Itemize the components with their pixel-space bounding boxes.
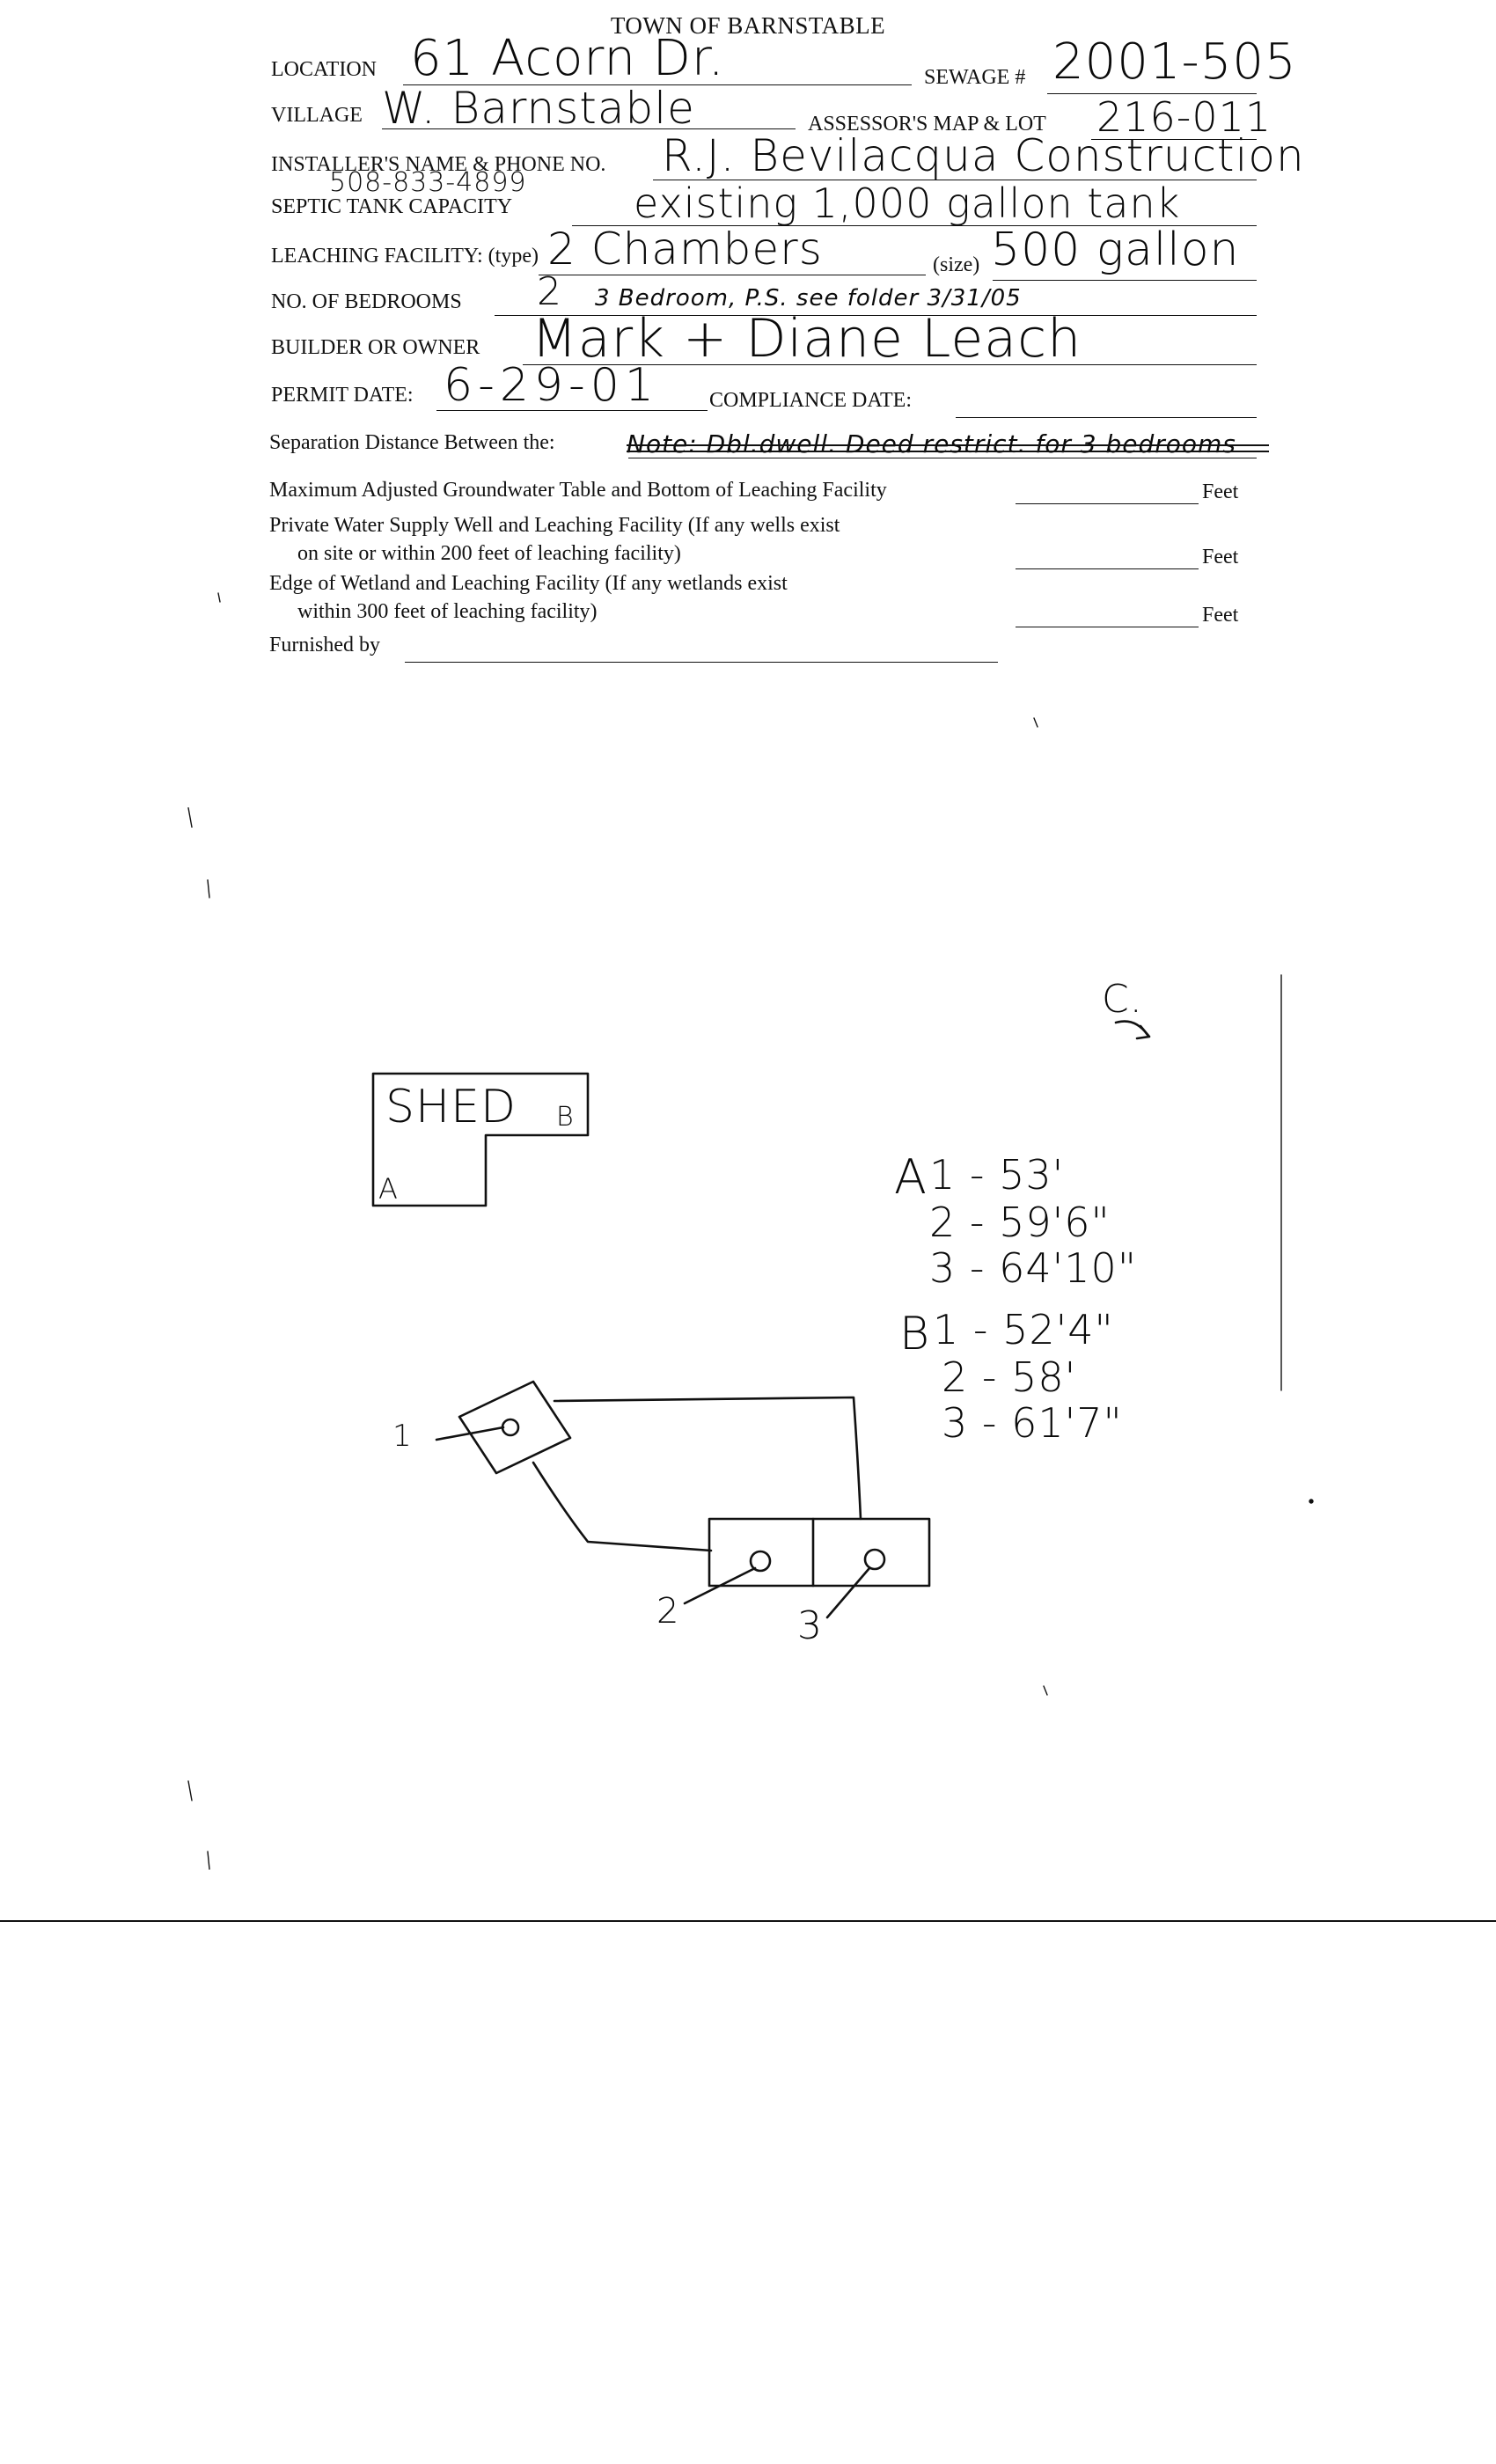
point-1-label: 1: [392, 1419, 413, 1454]
compliance-line: [956, 417, 1257, 418]
measurement-a-3: 3 - 64'10": [929, 1244, 1137, 1292]
leaching-size-value: 500 gallon: [991, 224, 1240, 276]
location-value: 61 Acorn Dr.: [410, 30, 725, 87]
bedrooms-line: [495, 315, 1257, 316]
permit-date-line: [436, 410, 708, 411]
septic-value: existing 1,000 gallon tank: [634, 180, 1181, 227]
point-1-box: [458, 1380, 572, 1475]
size-label: (size): [933, 253, 980, 276]
shed-corner-b: B: [556, 1102, 575, 1133]
wetland-feet: Feet: [1202, 604, 1239, 627]
strike-line-1: [627, 444, 1269, 446]
scan-specks: [187, 592, 1314, 1870]
septic-line: [572, 225, 1257, 226]
village-value: W. Barnstable: [382, 83, 695, 134]
measurements-b-header: B: [899, 1308, 931, 1360]
well-label-2: on site or within 200 feet of leaching f…: [297, 542, 681, 565]
permit-date-label: PERMIT DATE:: [271, 384, 414, 407]
point-1-leader: [435, 1426, 505, 1441]
sewage-label: SEWAGE #: [924, 66, 1026, 89]
septic-label: SEPTIC TANK CAPACITY: [271, 195, 513, 218]
wetland-label-2: within 300 feet of leaching facility): [297, 600, 598, 623]
measurement-b-2: 2 - 58': [942, 1353, 1077, 1401]
pipe-1-to-2: [532, 1461, 713, 1552]
shed-corner-a: A: [378, 1172, 399, 1206]
well-label-1: Private Water Supply Well and Leaching F…: [269, 514, 840, 537]
owner-value: Mark + Diane Leach: [532, 308, 1082, 370]
pipe-1-to-3: [553, 1396, 862, 1521]
owner-label: BUILDER OR OWNER: [271, 336, 480, 359]
groundwater-feet: Feet: [1202, 480, 1239, 503]
chamber-box: [708, 1517, 931, 1588]
corner-arrow: [1114, 1020, 1151, 1040]
separation-label: Separation Distance Between the:: [269, 431, 555, 454]
measurements-a-header: A: [894, 1149, 928, 1205]
shed-outline: [371, 1072, 590, 1207]
well-line: [1016, 568, 1199, 569]
bedrooms-struck-value: 2: [537, 269, 562, 314]
bedrooms-label: NO. OF BEDROOMS: [271, 290, 462, 313]
separation-struck-note: Note: Dbl.dwell. Deed restrict. for 3 be…: [627, 429, 1269, 465]
location-line: [403, 84, 912, 85]
well-feet: Feet: [1202, 546, 1239, 568]
page-cut-line: [0, 1920, 1496, 1922]
installer-value: R.J. Bevilacqua Construction: [662, 130, 1305, 181]
point-1-marker: [501, 1418, 520, 1437]
owner-line: [523, 364, 1257, 365]
measurement-a-1: 1 - 53': [929, 1151, 1065, 1199]
measurement-a-2: 2 - 59'6": [929, 1199, 1111, 1246]
leaching-label: LEACHING FACILITY: (type): [271, 245, 539, 268]
map-lot-value: 216-011: [1096, 93, 1272, 141]
point-2-leader: [683, 1566, 757, 1605]
separation-note-text: Note: Dbl.dwell. Deed restrict. for 3 be…: [627, 429, 1236, 458]
bedrooms-note: 3 Bedroom, P.S. see folder 3/31/05: [595, 285, 1022, 312]
sewage-value: 2001-505: [1052, 33, 1297, 91]
furnished-label: Furnished by: [269, 634, 380, 656]
phone-value: 508-833-4899: [329, 167, 527, 198]
location-label: LOCATION: [271, 58, 377, 81]
wetland-label-1: Edge of Wetland and Leaching Facility (I…: [269, 572, 788, 595]
assessor-line: [1091, 139, 1257, 140]
sewage-line: [1047, 93, 1257, 94]
point-3-label: 3: [797, 1603, 823, 1648]
assessor-label: ASSESSOR'S MAP & LOT: [808, 113, 1046, 136]
septic-record-form: TOWN OF BARNSTABLE LOCATION 61 Acorn Dr.…: [0, 0, 1496, 704]
point-2-label: 2: [656, 1591, 680, 1632]
measurement-b-3: 3 - 61'7": [942, 1399, 1123, 1447]
permit-date-value: 6-29-01: [444, 359, 659, 412]
furnished-line: [405, 662, 998, 663]
corner-mark: C.: [1102, 977, 1143, 1022]
groundwater-label: Maximum Adjusted Groundwater Table and B…: [269, 479, 887, 502]
leaching-size-line: [993, 280, 1257, 281]
compliance-label: COMPLIANCE DATE:: [709, 389, 913, 412]
measurement-b-1: 1 - 52'4": [933, 1306, 1114, 1353]
installer-label: INSTALLER'S NAME & PHONE NO.: [271, 153, 606, 176]
point-2-marker: [749, 1550, 772, 1573]
village-label: VILLAGE: [271, 104, 363, 127]
groundwater-line: [1016, 503, 1199, 504]
point-3-marker: [863, 1548, 886, 1571]
strike-line-2: [627, 451, 1269, 452]
village-line: [382, 128, 796, 129]
point-3-leader: [825, 1566, 871, 1619]
leaching-type-value: 2 Chambers: [547, 224, 823, 275]
form-title: TOWN OF BARNSTABLE: [610, 12, 886, 39]
shed-label: SHED: [385, 1081, 517, 1133]
